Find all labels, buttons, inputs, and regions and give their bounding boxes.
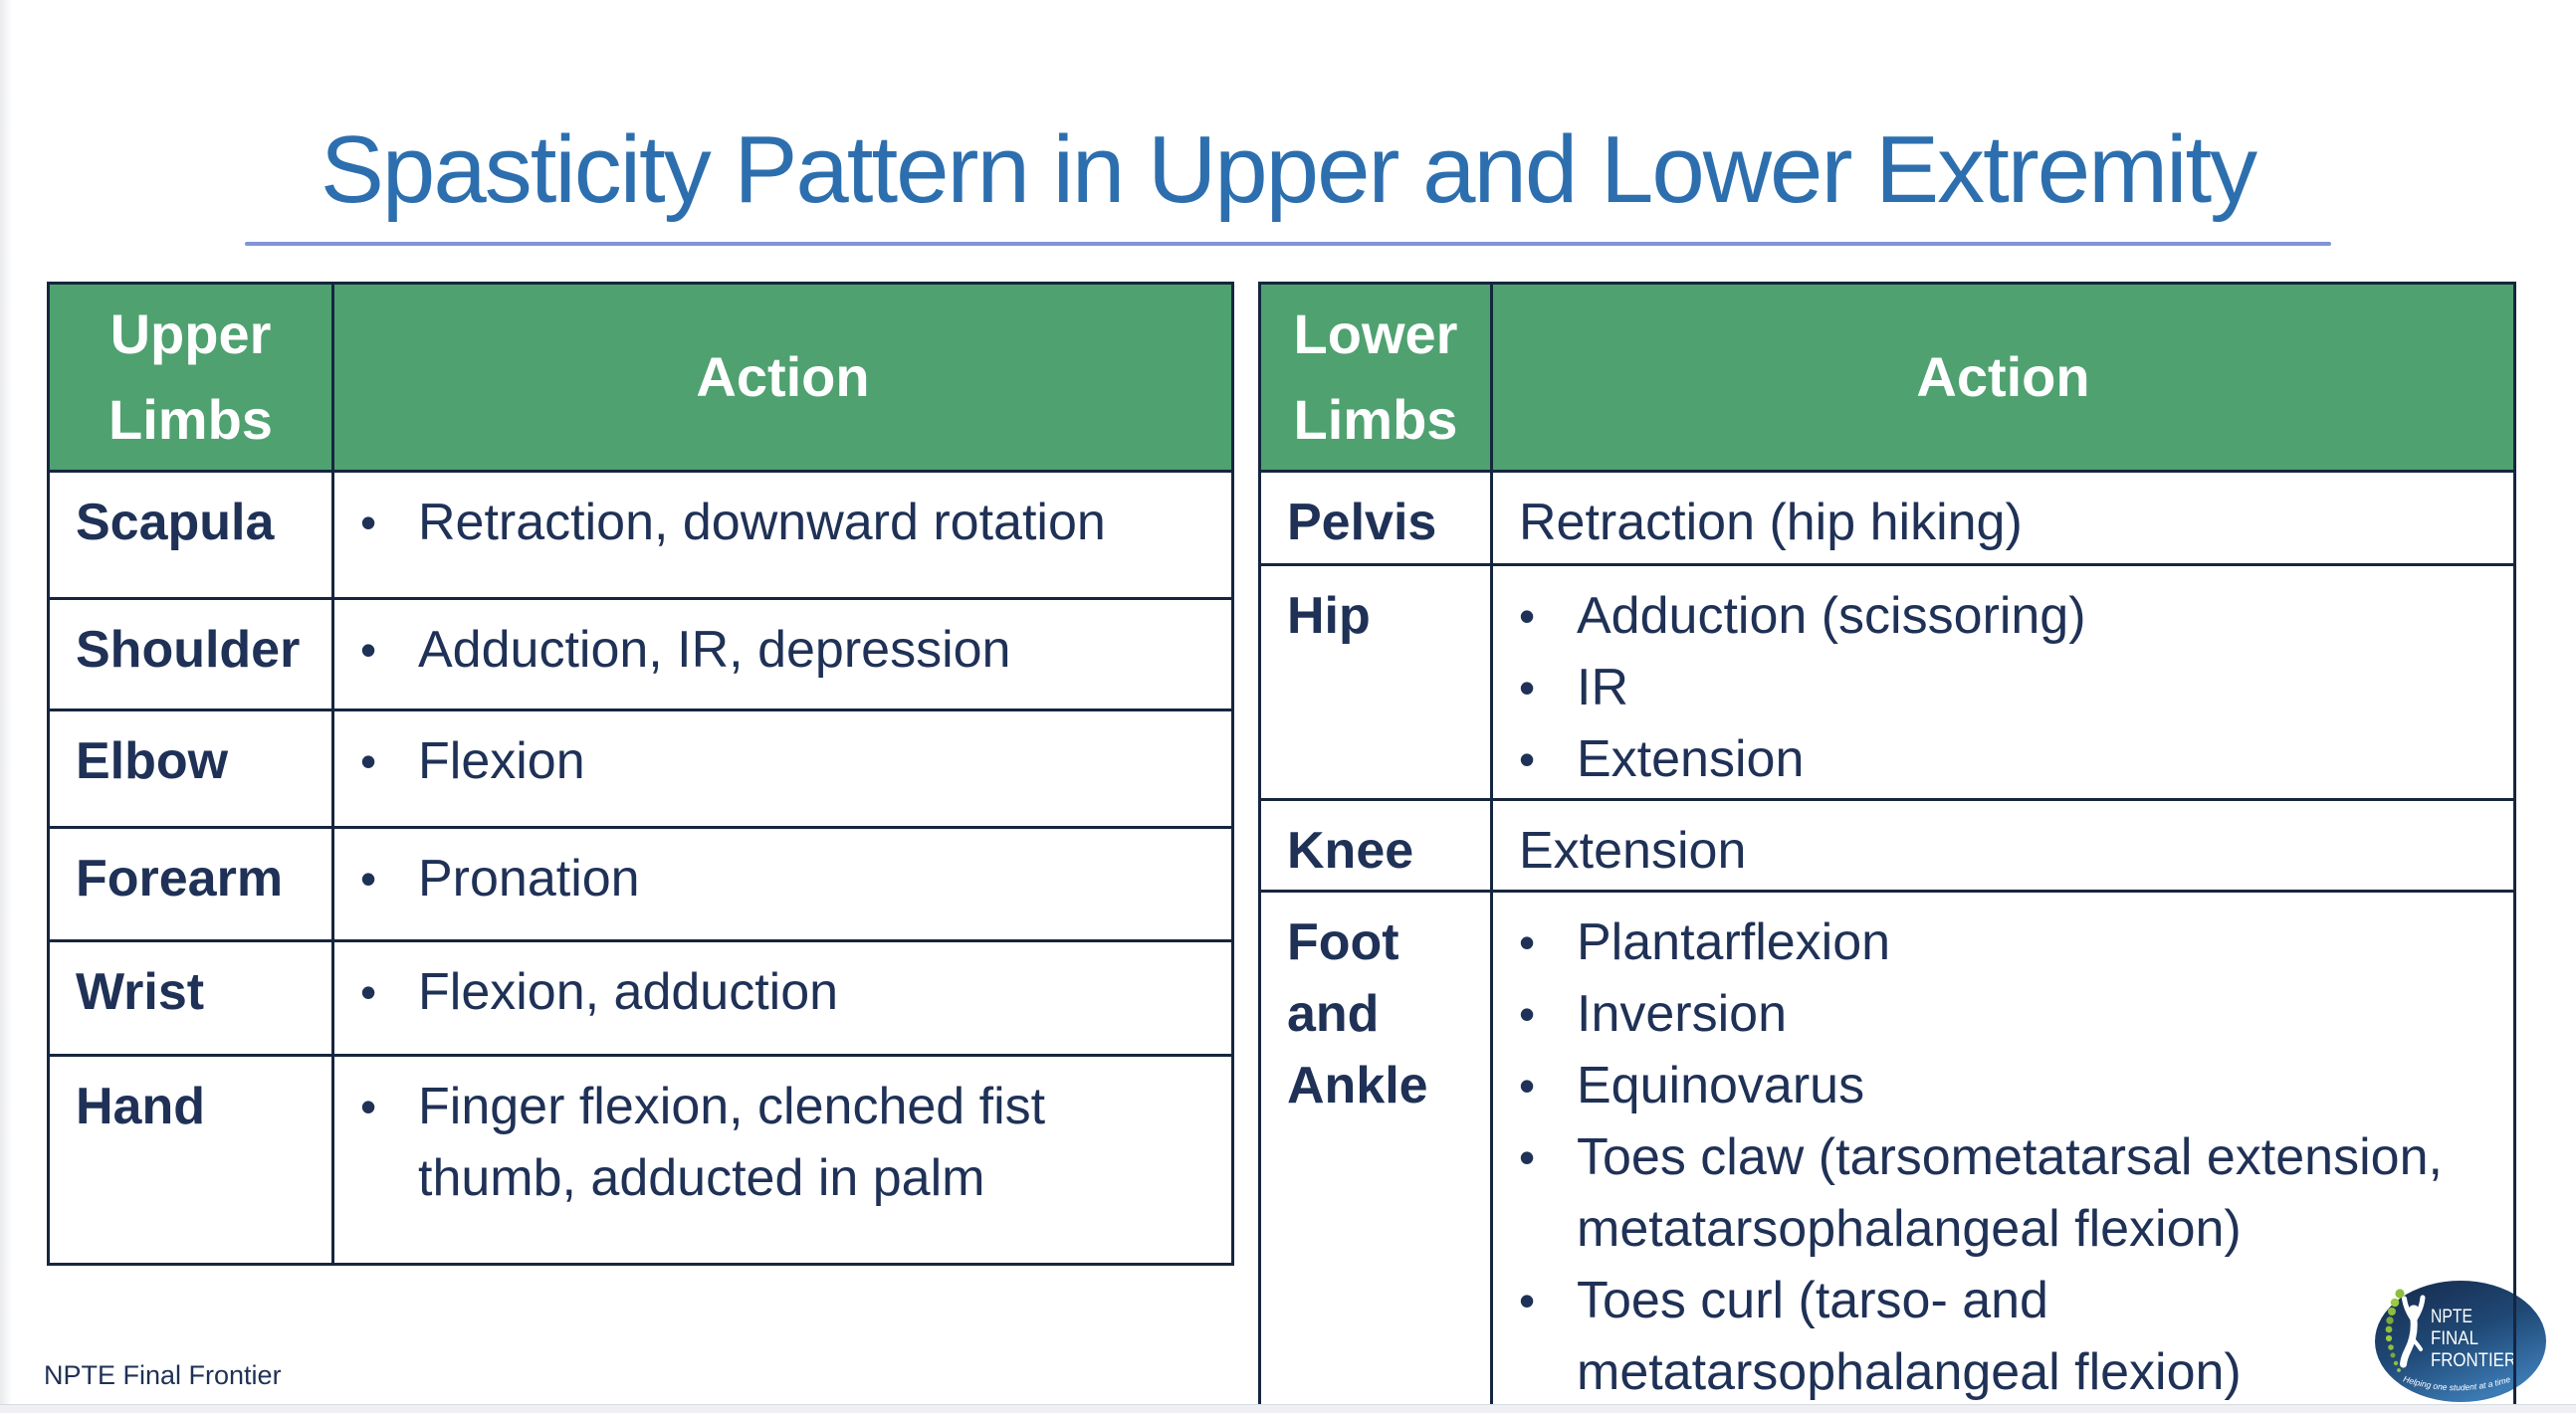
bullet-dot: • [1519,662,1536,713]
logo-figure-body [2400,1316,2418,1368]
action-item: • IR [1519,652,2497,723]
logo-spine-dots [2385,1289,2405,1372]
bullet-dot: • [360,735,377,787]
action-item: • Extension [1519,723,2497,795]
bullet-dot: • [1519,916,1536,968]
row-actions: Extension [1493,801,2513,890]
lower_table-row-0: Pelvis Retraction (hip hiking) [1261,470,2513,563]
lower_table-row-2: Knee Extension [1261,798,2513,890]
bullet-dot: • [1519,1060,1536,1111]
row-label: Wrist [50,942,334,1054]
action-item: • Finger flexion, clenched fist thumb, ad… [360,1071,1215,1214]
bullet-dot: • [1519,988,1536,1040]
slide-bottom-edge [0,1404,2576,1413]
action-item-text: Toes claw (tarsometatarsal extension, me… [1577,1128,2443,1258]
upper_table-row-4: Wrist • Flexion, adduction [50,939,1231,1054]
action-item-text: Equinovarus [1577,1057,1865,1114]
upper_table-row-2: Elbow • Flexion [50,708,1231,826]
bullet-dot: • [360,966,377,1018]
action-item-text: Flexion [418,732,585,790]
action-item: • Toes curl (tarso- and metatarsophalange… [1519,1265,2497,1408]
action-item: • Plantarflexion [1519,907,2497,978]
row-label: Shoulder [50,600,334,708]
action-item: Retraction (hip hiking) [1519,487,2497,558]
action-item-text: Adduction (scissoring) [1577,587,2086,645]
logo-wordmark-line1: NPTE [2431,1307,2472,1327]
row-actions: • Finger flexion, clenched fist thumb, ad… [334,1057,1231,1263]
action-item-text: Plantarflexion [1577,913,1891,971]
row-label: Hip [1261,566,1493,798]
bullet-dot: • [1519,1275,1536,1326]
action-item-text: Finger flexion, clenched fist thumb, add… [418,1078,1046,1207]
lower_table-row-1: Hip • Adduction (scissoring) • IR • Extension [1261,563,2513,798]
upper_table-row-3: Forearm • Pronation [50,826,1231,939]
row-actions: • Plantarflexion • Inversion • Equinovarus • To… [1493,893,2513,1413]
action-item: • Retraction, downward rotation [360,487,1215,558]
upper_table-header-limbs: Upper Limbs [50,285,334,470]
action-item-text: Flexion, adduction [418,963,839,1021]
action-item-text: Retraction (hip hiking) [1519,494,2023,551]
row-label: Hand [50,1057,334,1263]
action-item: • Toes claw (tarsometatarsal extension, m… [1519,1121,2497,1265]
bullet-dot: • [1519,590,1536,642]
row-actions: • Retraction, downward rotation [334,473,1231,597]
action-item: • Pronation [360,843,1215,914]
title-underline [245,242,2331,246]
action-item: • Adduction (scissoring) [1519,580,2497,652]
row-actions: Retraction (hip hiking) [1493,473,2513,563]
action-item-text: Extension [1519,822,1747,880]
logo-wordmark-line3: FRONTIER [2431,1350,2516,1371]
action-item-text: Pronation [418,850,640,908]
action-item: • Equinovarus [1519,1050,2497,1121]
action-item: • Adduction, IR, depression [360,614,1215,686]
footer-text: NPTE Final Frontier [44,1360,282,1390]
row-label: Scapula [50,473,334,597]
action-item: • Flexion, adduction [360,956,1215,1028]
bullet-dot: • [360,624,377,676]
upper_table-row-5: Hand • Finger flexion, clenched fist thumb… [50,1054,1231,1263]
action-item-text: Inversion [1577,985,1787,1043]
bullet-dot: • [1519,1131,1536,1183]
logo-figure [2400,1295,2426,1368]
row-actions: • Adduction, IR, depression [334,600,1231,708]
action-item: • Flexion [360,725,1215,797]
action-item-text: Adduction, IR, depression [418,621,1011,679]
bullet-dot: • [360,1081,377,1132]
row-label: Elbow [50,711,334,826]
action-item-text: Retraction, downward rotation [418,494,1106,551]
row-label: Forearm [50,829,334,939]
action-item-text: IR [1577,659,1628,716]
lower_table-header-limbs: Lower Limbs [1261,285,1493,470]
row-label: Foot and Ankle [1261,893,1493,1413]
bullet-dot: • [360,853,377,905]
lower_table-header-action: Action [1493,285,2513,470]
slide-left-edge-shadow [0,0,12,1413]
row-label: Pelvis [1261,473,1493,563]
logo-figure-leg [2410,1335,2423,1351]
page-title: Spasticity Pattern in Upper and Lower Ex… [320,116,2257,223]
upper_table-row-0: Scapula • Retraction, downward rotation [50,470,1231,597]
action-item: Extension [1519,815,2497,887]
logo-wordmark-line2: FINAL [2431,1328,2478,1349]
row-actions: • Flexion [334,711,1231,826]
row-actions: • Flexion, adduction [334,942,1231,1054]
row-actions: • Adduction (scissoring) • IR • Extension [1493,566,2513,798]
upper_table-row-1: Shoulder • Adduction, IR, depression [50,597,1231,708]
bullet-dot: • [360,497,377,548]
bullet-dot: • [1519,733,1536,785]
action-item: • Inversion [1519,978,2497,1050]
row-actions: • Pronation [334,829,1231,939]
row-label: Knee [1261,801,1493,890]
upper_table-header-action: Action [334,285,1231,470]
action-item-text: Extension [1577,730,1805,788]
action-item-text: Toes curl (tarso- and metatarsophalangea… [1577,1272,2242,1401]
lower_table-row-3: Foot and Ankle•Plantarflexion•Inversion•… [1261,890,2513,1413]
npte-final-frontier-logo: NPTE FINAL FRONTIER Helping one student … [2375,1281,2546,1402]
